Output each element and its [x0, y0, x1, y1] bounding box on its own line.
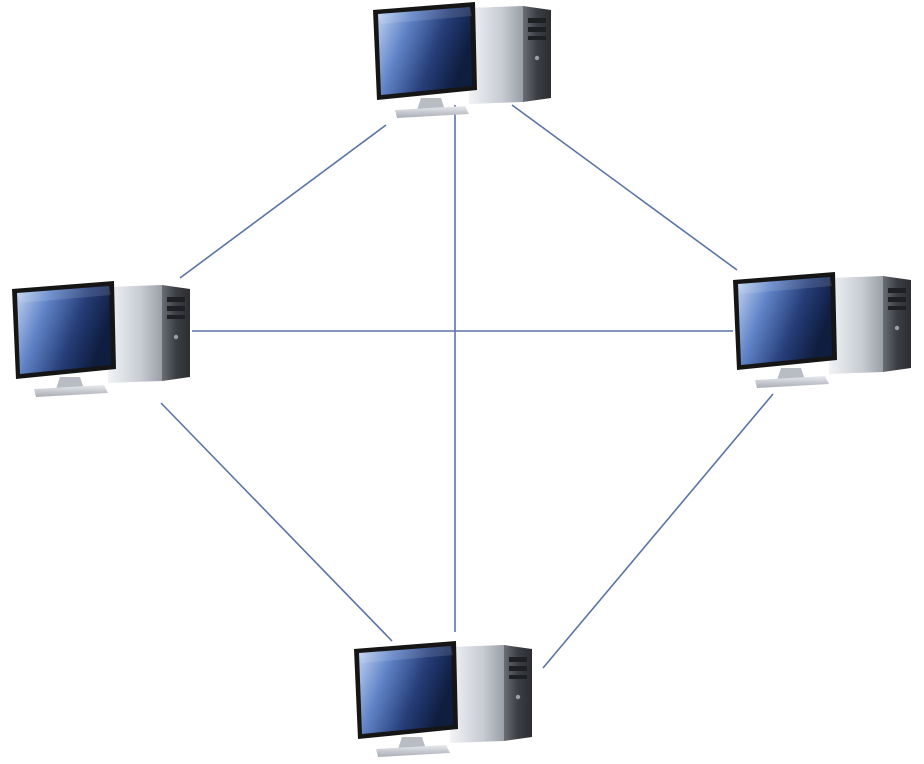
network-links — [160, 104, 774, 669]
link-top-right — [511, 104, 738, 271]
link-top-left — [179, 124, 387, 279]
node-top[interactable] — [373, 2, 551, 118]
node-right[interactable] — [733, 272, 911, 388]
desktop-computer-icon — [373, 2, 551, 118]
desktop-computer-icon — [733, 272, 911, 388]
node-bottom[interactable] — [354, 641, 532, 757]
desktop-computer-icon — [12, 281, 190, 397]
node-left[interactable] — [12, 281, 190, 397]
link-right-bottom — [542, 393, 774, 669]
network-nodes — [12, 2, 911, 757]
desktop-computer-icon — [354, 641, 532, 757]
link-left-bottom — [160, 402, 393, 642]
